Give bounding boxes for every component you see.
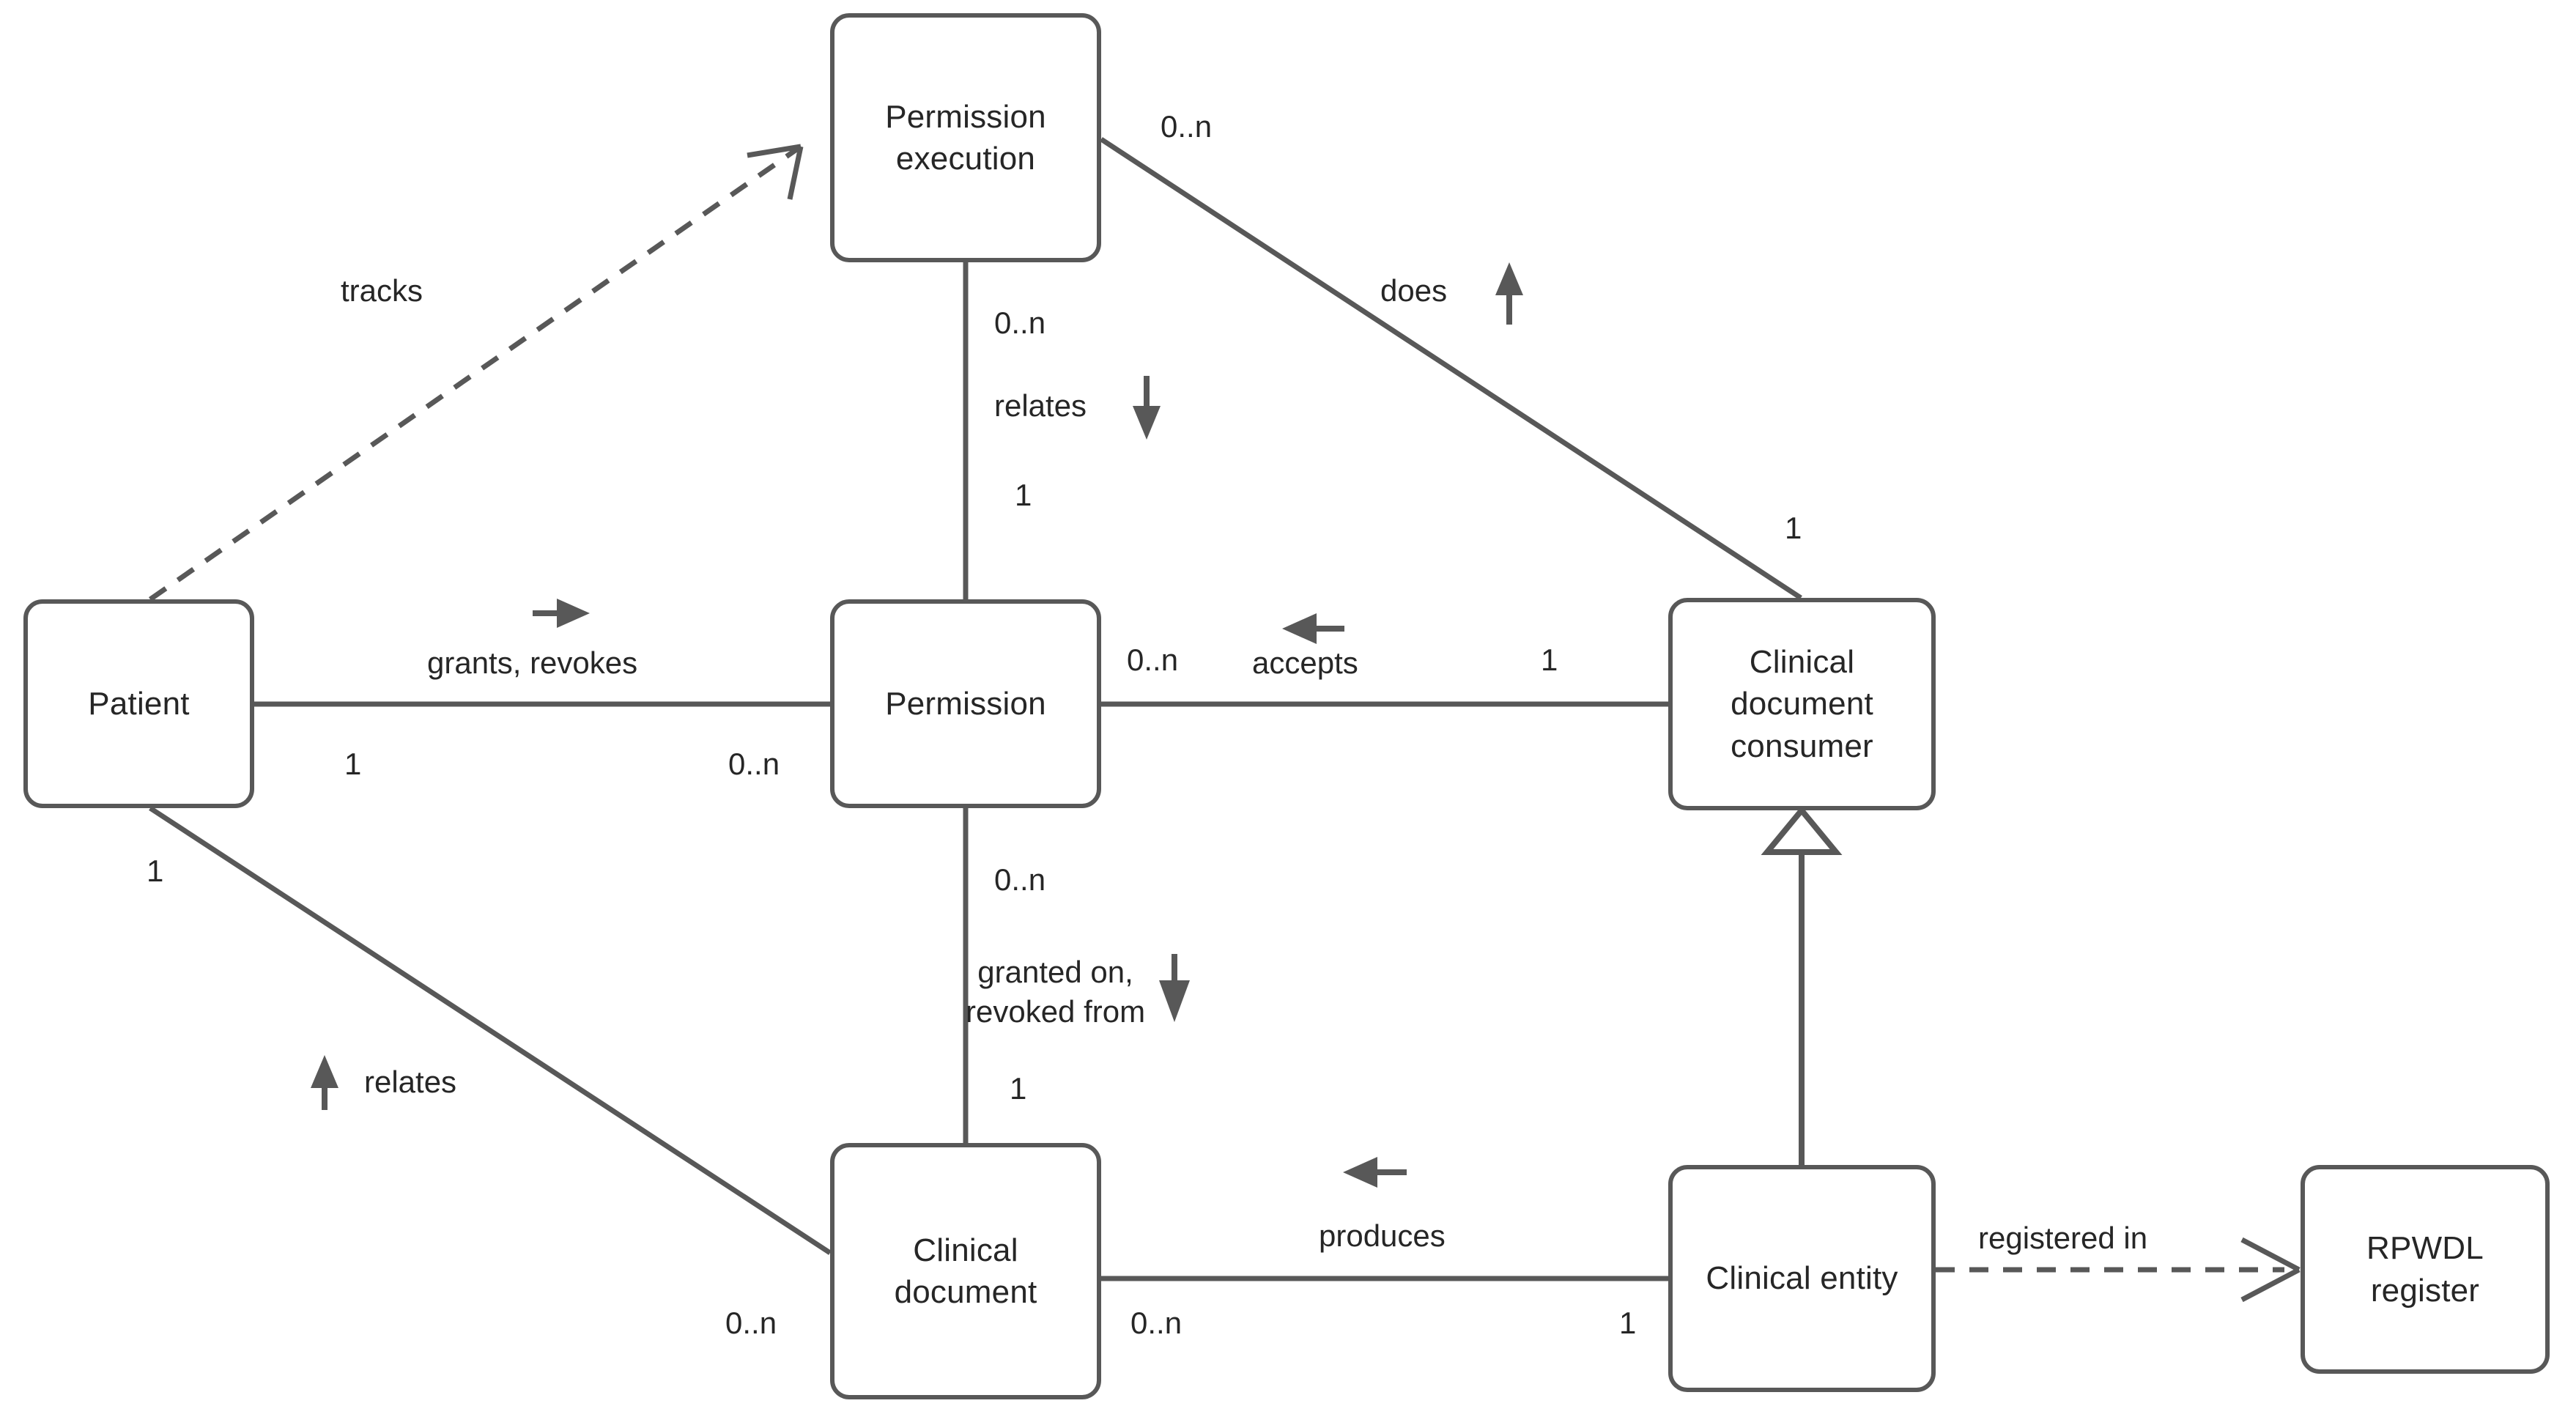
edge-patient-relates-clinical-document	[149, 806, 832, 1255]
edge-label-accepts: accepts	[1252, 645, 1358, 680]
arrow-right-icon-grants-revokes	[533, 599, 590, 628]
node-rpwdl-register-label: RPWDL register	[2366, 1230, 2484, 1309]
node-permission-label: Permission	[885, 685, 1046, 722]
multiplicity-pe-to-permission-near-permission: 1	[1015, 478, 1032, 512]
edge-label-registered-in: registered in	[1978, 1221, 2148, 1255]
edge-label-relates-diagonal: relates	[364, 1065, 457, 1099]
multiplicity-permission-to-consumer-near-permission: 0..n	[1127, 643, 1179, 677]
edge-patient-tracks-permission-execution	[149, 144, 804, 602]
node-patient-label: Patient	[88, 685, 190, 722]
node-clinical-entity[interactable]: Clinical entity	[1668, 1165, 1936, 1392]
multiplicity-patient-to-document-near-document: 0..n	[725, 1306, 777, 1340]
arrow-up-icon-relates-diagonal	[311, 1055, 338, 1110]
arrow-left-icon-produces	[1343, 1157, 1407, 1188]
edge-label-produces: produces	[1319, 1218, 1446, 1253]
edge-label-grants-revokes: grants, revokes	[427, 645, 638, 680]
edge-label-tracks: tracks	[341, 273, 423, 308]
node-clinical-document[interactable]: Clinical document	[830, 1143, 1101, 1399]
node-clinical-document-consumer[interactable]: Clinical document consumer	[1668, 598, 1936, 810]
arrow-left-icon-accepts	[1282, 613, 1344, 644]
multiplicity-permission-to-document-near-permission: 0..n	[994, 862, 1046, 897]
edge-label-relates-vertical: relates	[994, 388, 1087, 423]
edge-permission-execution-does-consumer	[1100, 137, 1802, 600]
multiplicity-pe-to-permission-near-pe: 0..n	[994, 306, 1046, 340]
node-clinical-document-label: Clinical document	[894, 1232, 1037, 1310]
node-patient[interactable]: Patient	[23, 599, 254, 808]
multiplicity-patient-to-permission-near-permission: 0..n	[728, 747, 780, 781]
node-clinical-entity-label: Clinical entity	[1706, 1260, 1898, 1297]
node-permission[interactable]: Permission	[830, 599, 1101, 808]
multiplicity-pe-to-consumer-near-consumer: 1	[1785, 511, 1802, 545]
arrow-up-icon-does	[1495, 262, 1523, 325]
node-permission-execution[interactable]: Permission execution	[830, 13, 1101, 262]
open-arrowhead-icon	[2240, 1237, 2301, 1303]
inheritance-triangle-icon	[1761, 805, 1843, 855]
edge-label-granted-on-revoked-from: granted on, revoked from	[966, 955, 1146, 1029]
multiplicity-pe-to-consumer-near-pe: 0..n	[1161, 109, 1213, 144]
node-rpwdl-register[interactable]: RPWDL register	[2301, 1165, 2550, 1374]
multiplicity-document-to-entity-near-document: 0..n	[1130, 1306, 1182, 1340]
arrow-down-icon-relates-vertical	[1133, 376, 1161, 440]
edge-clinical-entity-inherits-consumer	[1761, 805, 1843, 1165]
multiplicity-document-to-entity-near-entity: 1	[1619, 1306, 1637, 1340]
edge-label-does: does	[1380, 273, 1448, 308]
multiplicity-permission-to-document-near-document: 1	[1010, 1071, 1027, 1106]
node-permission-execution-label: Permission execution	[885, 98, 1046, 177]
node-clinical-document-consumer-label: Clinical document consumer	[1731, 644, 1873, 764]
multiplicity-patient-to-permission-near-patient: 1	[344, 747, 362, 781]
multiplicity-patient-to-document-near-patient: 1	[147, 854, 164, 888]
multiplicity-permission-to-consumer-near-consumer: 1	[1541, 643, 1558, 677]
arrow-down-icon-granted-on	[1159, 954, 1190, 1022]
